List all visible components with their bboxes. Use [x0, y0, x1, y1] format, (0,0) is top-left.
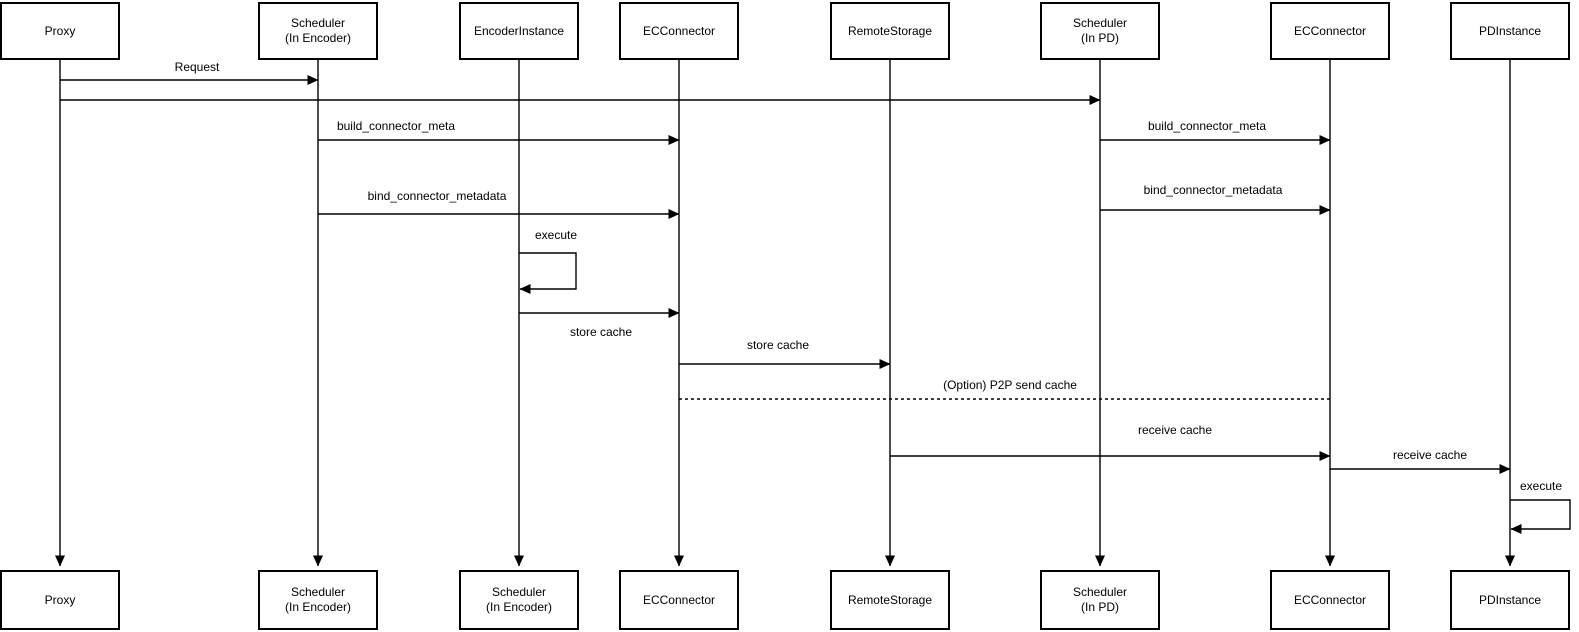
participant-label: PDInstance	[1478, 23, 1542, 38]
participant-label: RemoteStorage	[847, 23, 933, 38]
participant-label: ECConnector	[1293, 592, 1367, 607]
self-message-label: execute	[534, 228, 578, 242]
message-label: build_connector_meta	[1147, 119, 1267, 133]
participant-box-bottom-pd-instance: PDInstance	[1450, 570, 1570, 630]
participant-label: Scheduler	[290, 585, 346, 599]
participant-box-bottom-remote-storage: RemoteStorage	[830, 570, 950, 630]
participant-box-top-ec-connector-encoder: ECConnector	[619, 2, 739, 60]
message-label: build_connector_meta	[336, 119, 456, 133]
participant-label: PDInstance	[1478, 592, 1542, 607]
participant-box-top-scheduler-in-pd: Scheduler(In PD)	[1040, 2, 1160, 60]
message-label: store cache	[746, 338, 810, 352]
participant-box-bottom-proxy: Proxy	[0, 570, 120, 630]
participant-box-top-ec-connector-pd: ECConnector	[1270, 2, 1390, 60]
participant-box-bottom-encoder-instance: Scheduler(In Encoder)	[459, 570, 579, 630]
participant-label: Scheduler	[290, 16, 346, 30]
participant-label: EncoderInstance	[473, 23, 565, 38]
participant-box-bottom-scheduler-in-encoder: Scheduler(In Encoder)	[258, 570, 378, 630]
participant-label: Proxy	[44, 23, 76, 38]
participant-box-top-encoder-instance: EncoderInstance	[459, 2, 579, 60]
participant-label: (In PD)	[1080, 600, 1119, 614]
participant-label: RemoteStorage	[847, 592, 933, 607]
participant-label: Scheduler	[491, 585, 547, 599]
participant-label: (In Encoder)	[284, 600, 352, 614]
participant-label: Scheduler	[1072, 585, 1128, 599]
participant-box-top-remote-storage: RemoteStorage	[830, 2, 950, 60]
participant-box-bottom-ec-connector-pd: ECConnector	[1270, 570, 1390, 630]
message-label: Request	[174, 60, 220, 74]
self-message-arrow-execute	[1510, 499, 1571, 534]
participant-label: (In Encoder)	[284, 31, 352, 45]
message-label: store cache	[569, 325, 633, 339]
participant-label: (In Encoder)	[485, 600, 553, 614]
participant-label: Scheduler	[1072, 16, 1128, 30]
self-message-arrow-execute	[519, 252, 577, 294]
participant-box-top-pd-instance: PDInstance	[1450, 2, 1570, 60]
participant-label: ECConnector	[642, 592, 716, 607]
message-label: (Option) P2P send cache	[943, 378, 1077, 392]
message-label: receive cache	[1392, 448, 1468, 462]
participant-label: (In PD)	[1080, 31, 1119, 45]
message-label: bind_connector_metadata	[367, 189, 507, 203]
message-label: bind_connector_metadata	[1143, 183, 1283, 197]
participant-label: ECConnector	[1293, 23, 1367, 38]
participant-box-top-scheduler-in-encoder: Scheduler(In Encoder)	[258, 2, 378, 60]
participant-box-bottom-scheduler-in-pd: Scheduler(In PD)	[1040, 570, 1160, 630]
self-message-label: execute	[1519, 479, 1563, 493]
participant-box-top-proxy: Proxy	[0, 2, 120, 60]
participant-label: Proxy	[44, 592, 76, 607]
participant-box-bottom-ec-connector-encoder: ECConnector	[619, 570, 739, 630]
message-label: receive cache	[1137, 423, 1213, 437]
participant-label: ECConnector	[642, 23, 716, 38]
